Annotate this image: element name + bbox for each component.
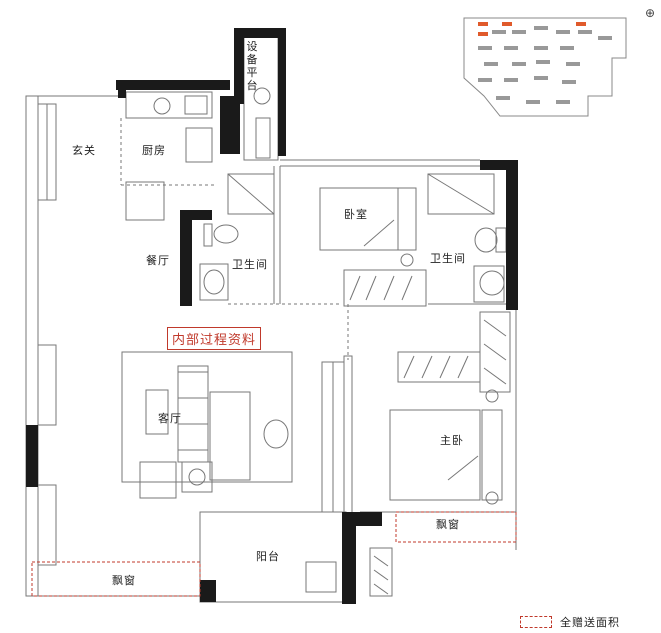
site-map-thumbnail xyxy=(463,17,627,117)
living-rug xyxy=(121,351,293,483)
window-left-low xyxy=(37,484,57,566)
sofa xyxy=(177,365,209,463)
label-bath-left: 卫生间 xyxy=(232,258,268,271)
label-master: 主卧 xyxy=(440,434,464,447)
label-foyer: 玄关 xyxy=(72,144,96,157)
toilet-right xyxy=(474,227,498,253)
label-bay-left: 飘窗 xyxy=(112,574,136,587)
ottoman xyxy=(181,461,213,493)
legend-swatch xyxy=(520,616,552,628)
coffee-table xyxy=(209,391,251,481)
armchair xyxy=(139,461,177,499)
window-left-mid xyxy=(37,344,57,426)
kitchen-side xyxy=(185,127,213,163)
label-bath-right: 卫生间 xyxy=(430,252,466,265)
round-stool xyxy=(263,419,289,449)
basin-left xyxy=(203,269,225,295)
bedroom-wardrobe xyxy=(343,269,427,307)
label-living: 客厅 xyxy=(158,412,182,425)
platform-char-4: 台 xyxy=(246,79,258,92)
label-balcony: 阳台 xyxy=(256,550,280,563)
toilet-left xyxy=(213,224,239,244)
legend-label: 全赠送面积 xyxy=(560,616,620,629)
fridge xyxy=(125,181,165,221)
label-equipment-platform: 设 备 平 台 xyxy=(246,40,258,92)
bay-window-left-gift xyxy=(31,561,201,597)
bay-window-right-gift xyxy=(395,511,517,543)
outer-wall-left xyxy=(25,95,39,597)
internal-stamp: 内部过程资料 xyxy=(167,327,262,350)
kitchen-counter xyxy=(125,91,213,119)
label-kitchen: 厨房 xyxy=(142,144,166,157)
balcony-cabinet xyxy=(369,547,393,597)
label-bedroom: 卧室 xyxy=(344,208,368,221)
label-dining: 餐厅 xyxy=(146,254,170,267)
side-table xyxy=(145,389,169,435)
bath-right-shower xyxy=(427,173,495,215)
master-bed xyxy=(389,409,481,501)
legend: 全赠送面积 xyxy=(520,614,620,630)
north-icon: ⊕ xyxy=(644,6,655,20)
washer xyxy=(305,561,337,593)
platform-char-3: 平 xyxy=(246,66,258,79)
platform-char-1: 设 xyxy=(246,40,258,53)
platform-char-2: 备 xyxy=(246,53,258,66)
label-bay-right: 飘窗 xyxy=(436,518,460,531)
wardrobe-master xyxy=(397,351,481,383)
sink-kitchen xyxy=(153,97,171,115)
basin-right xyxy=(479,270,505,296)
